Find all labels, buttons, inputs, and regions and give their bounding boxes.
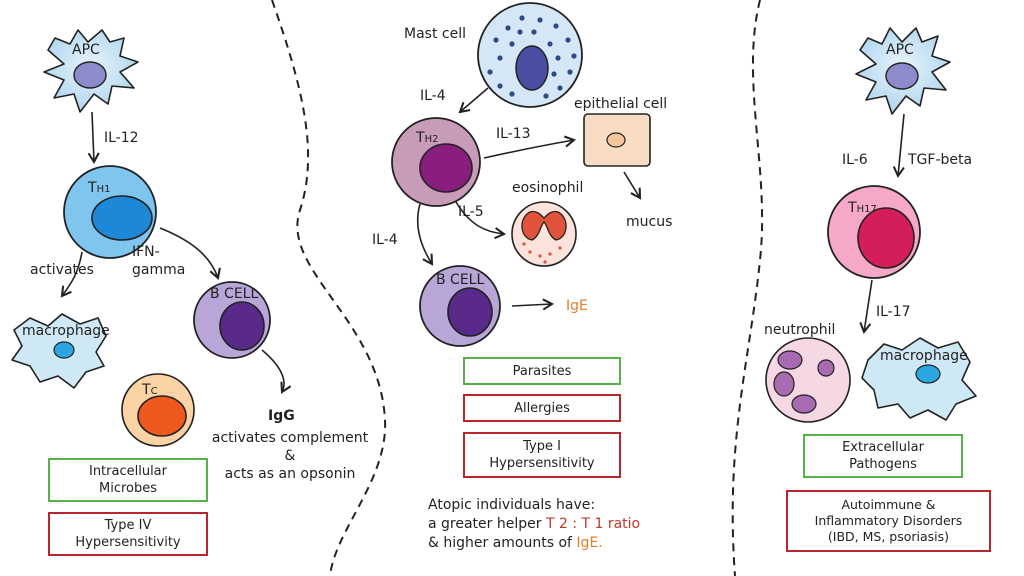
- tgf-label: TGF-beta: [907, 152, 972, 168]
- arrow-th2-eosinophil: [455, 201, 507, 240]
- arrow-th1-macrophage: [60, 251, 83, 298]
- eosinophil-label: eosinophil: [512, 180, 583, 196]
- igg-desc-2: &: [285, 448, 296, 464]
- ifn-label-1: IFN-: [132, 244, 160, 260]
- arrow-th1-bcell: [159, 227, 221, 280]
- igg-desc-1: activates complement: [212, 430, 369, 446]
- th2-cell: [391, 117, 481, 207]
- th1-cell: [63, 165, 157, 259]
- igg-label: IgG: [268, 408, 295, 424]
- box-line: Autoimmune &: [841, 497, 936, 512]
- separator-right: [731, 0, 764, 576]
- arrow-mast-th2: [458, 87, 489, 114]
- box-line: Hypersensitivity: [489, 456, 595, 471]
- mast-cell-label: Mast cell: [404, 26, 466, 42]
- separator-left: [271, 0, 387, 576]
- box-autoimmune-disorders: Autoimmune &Inflammatory Disorders(IBD, …: [786, 490, 991, 552]
- box-line: (IBD, MS, psoriasis): [827, 529, 950, 544]
- box-line: Extracellular: [842, 440, 924, 455]
- ifn-label-2: gamma: [132, 262, 185, 278]
- box-type4-hypersensitivity: Type IV Hypersensitivity: [48, 512, 208, 556]
- eosinophil-cell: [511, 201, 577, 267]
- arrow-bcell-ige: [511, 298, 555, 311]
- arrow-bcell-igg: [261, 349, 292, 394]
- apc-cell-right: [855, 27, 951, 115]
- macrophage-left: [11, 313, 107, 389]
- box-line: Pathogens: [849, 457, 917, 472]
- atopic-ratio: T 2 : T 1 ratio: [545, 516, 641, 532]
- ige-label: IgE: [566, 298, 588, 314]
- bcell-label-left: B CELL: [210, 286, 258, 302]
- arrow-th2-epithelial: [483, 135, 577, 159]
- macrophage-right: [861, 337, 977, 421]
- arrow-apc-th1: [87, 111, 100, 165]
- box-line: Inflammatory Disorders: [814, 513, 963, 528]
- arrow-apc-th17: [892, 113, 905, 179]
- tc-label: TC: [141, 382, 158, 398]
- atopic-line-2: a greater helper T 2 : T 1 ratio: [428, 515, 728, 534]
- box-allergies: Allergies: [463, 394, 621, 422]
- mast-cell: [477, 2, 583, 108]
- atopic-note: Atopic individuals have: a greater helpe…: [428, 496, 728, 553]
- box-line: Allergies: [514, 400, 570, 416]
- box-line: Intracellular: [88, 464, 167, 479]
- th17-cell: [827, 185, 921, 279]
- box-line: Hypersensitivity: [75, 535, 181, 550]
- apc-label-left: APC: [72, 42, 100, 58]
- bcell-middle: [419, 265, 501, 347]
- th1-label: TH1: [87, 180, 110, 196]
- th17-label: TH17: [847, 200, 877, 216]
- box-parasites: Parasites: [463, 357, 621, 385]
- neutrophil-cell: [765, 337, 851, 423]
- il13-label: IL-13: [496, 126, 531, 142]
- il5-label: IL-5: [458, 204, 484, 220]
- atopic-ige: IgE.: [576, 535, 603, 551]
- il4-top-label: IL-4: [420, 88, 446, 104]
- tc-cell: [121, 373, 195, 447]
- neutrophil-label: neutrophil: [764, 322, 835, 338]
- box-line: Parasites: [512, 363, 572, 379]
- arrow-th17-neutrophil: [859, 279, 873, 335]
- atopic-text: & higher amounts of: [428, 535, 577, 551]
- macrophage-label-left: macrophage: [22, 323, 110, 339]
- il6-label: IL-6: [842, 152, 868, 168]
- atopic-line-1: Atopic individuals have:: [428, 497, 596, 513]
- th2-label: TH2: [415, 130, 438, 146]
- bcell-label-middle: B CELL: [436, 272, 484, 288]
- atopic-line-3: & higher amounts of IgE.: [428, 534, 728, 553]
- apc-label-right: APC: [886, 42, 914, 58]
- epithelial-cell: [583, 113, 651, 167]
- atopic-text: a greater helper: [428, 516, 546, 532]
- box-type1-hypersensitivity: Type I Hypersensitivity: [463, 432, 621, 478]
- macrophage-label-right: macrophage: [880, 348, 968, 364]
- il12-label: IL-12: [104, 130, 139, 146]
- box-line: Type IV: [104, 518, 152, 533]
- arrow-epithelial-mucus: [623, 171, 642, 200]
- arrow-th2-bcell: [416, 203, 434, 266]
- box-line: Type I: [523, 439, 561, 454]
- bcell-left: [193, 281, 271, 359]
- apc-cell-left: [43, 29, 139, 113]
- epithelial-label: epithelial cell: [574, 96, 667, 112]
- il4-left-label: IL-4: [372, 232, 398, 248]
- mucus-label: mucus: [626, 214, 672, 230]
- il17-label: IL-17: [876, 304, 911, 320]
- activates-label: activates: [30, 262, 94, 278]
- igg-desc-3: acts as an opsonin: [225, 466, 356, 482]
- box-line: Microbes: [98, 481, 157, 496]
